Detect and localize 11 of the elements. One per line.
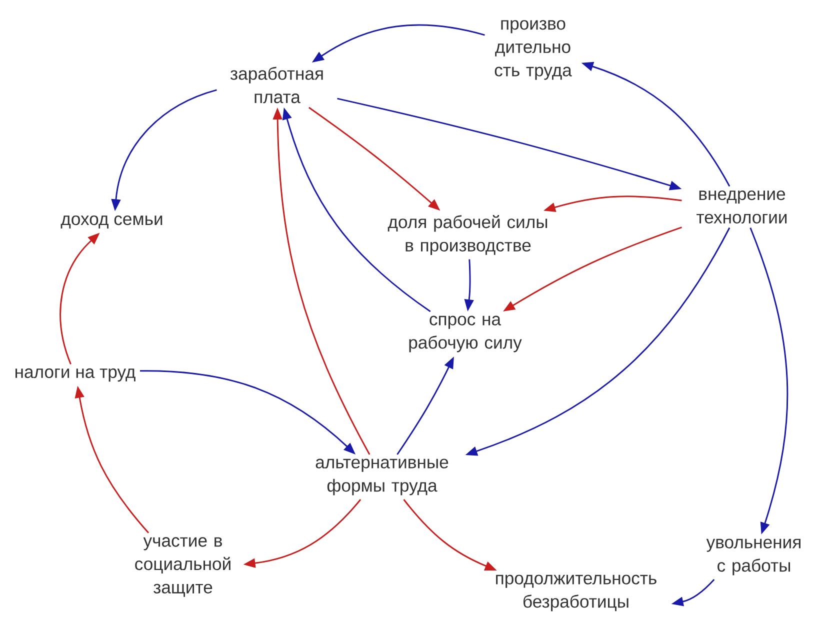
concept-text: альтернативные формы труда [316,458,448,496]
concept-text: увольнения с работы [706,538,800,576]
concept-text: продолжительность безработицы [496,574,656,612]
concept-text: произво дительно сть труда [494,20,572,80]
concept-text: участие в социальной защите [135,537,230,597]
concept-text: доля рабочей силы в производстве [388,214,548,256]
concept-text: спрос на рабочую силу [409,316,522,352]
concept-text: внедрение технологии [696,190,787,224]
concept-text: налоги на труд [16,368,136,382]
concept-text: доход семьи [60,216,162,228]
concept-text: заработная плата [230,66,323,104]
